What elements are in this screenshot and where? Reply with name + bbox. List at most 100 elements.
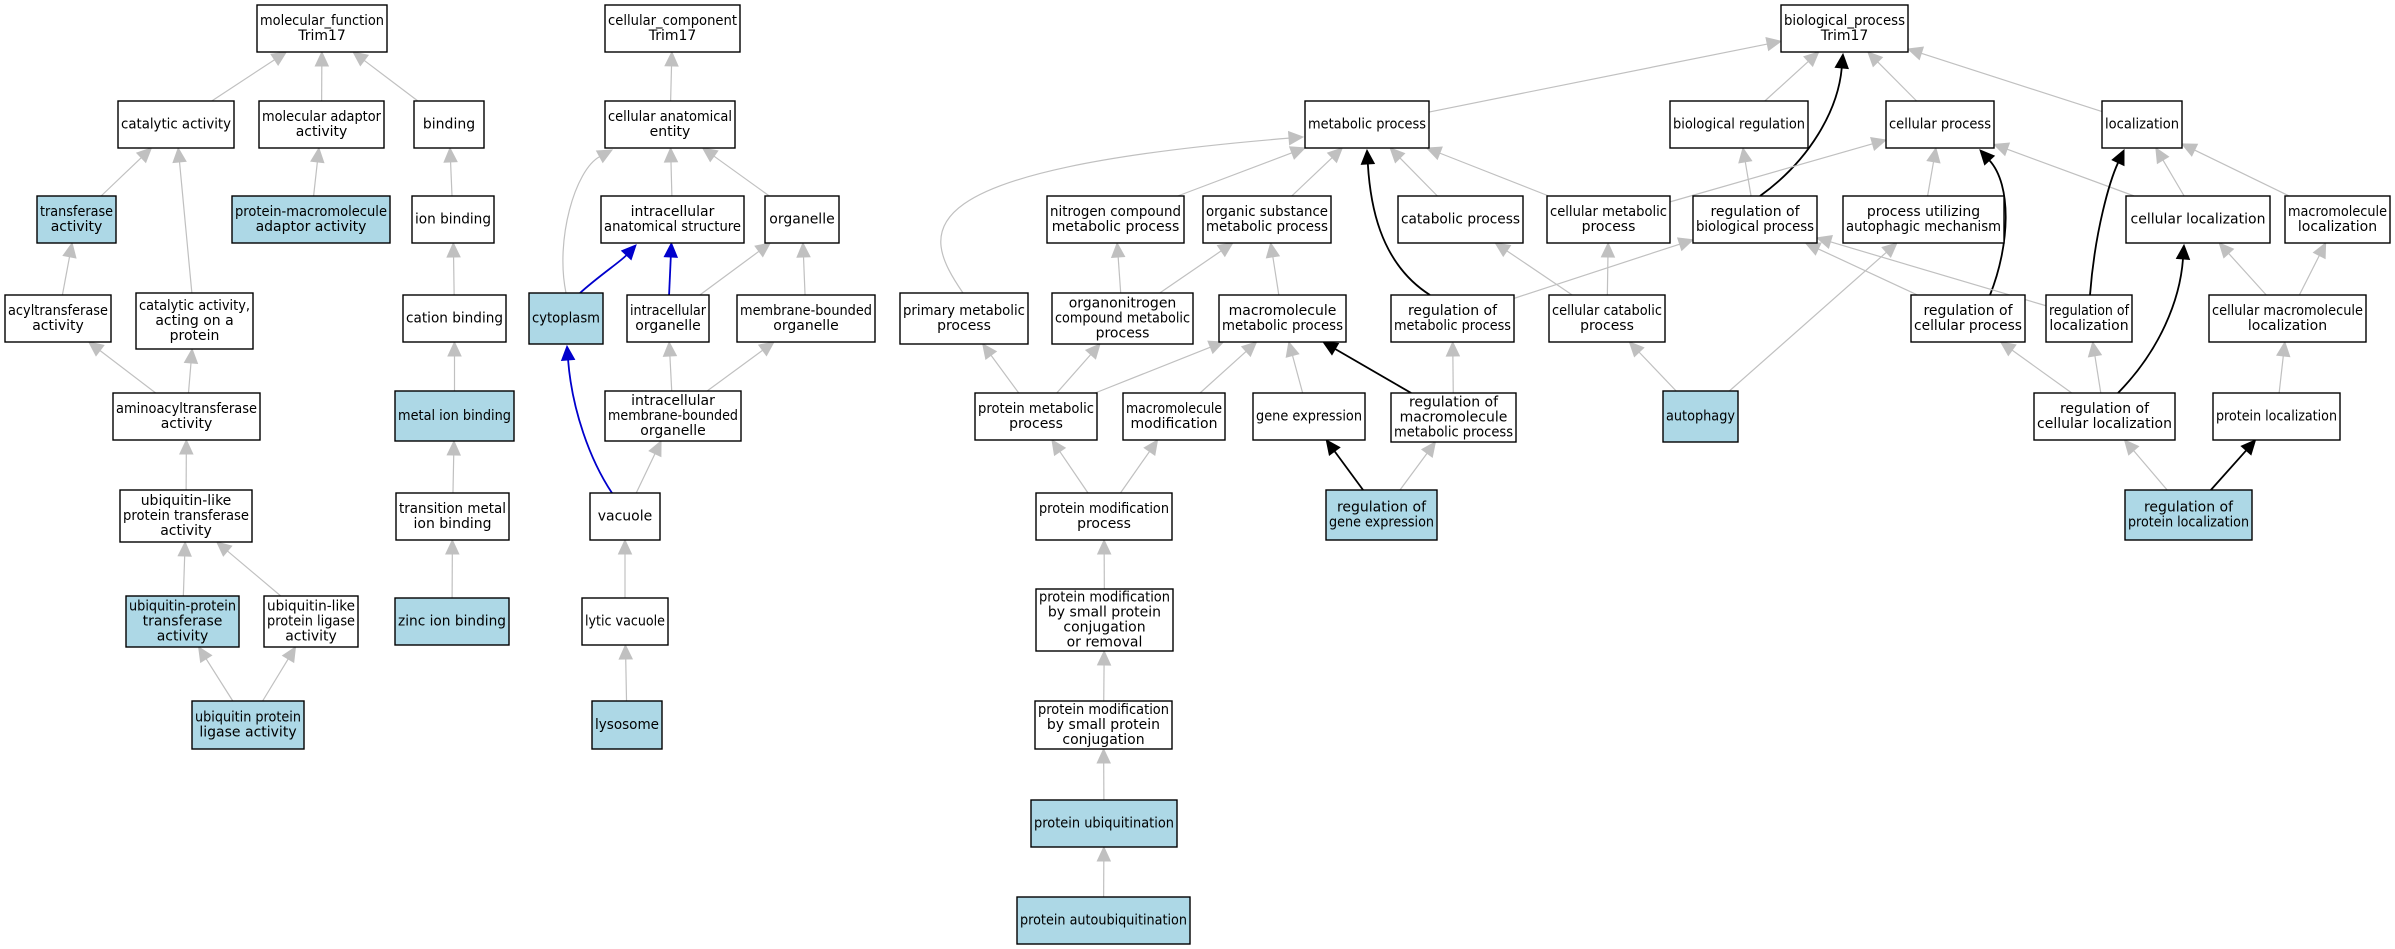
edge-arrowhead: [1360, 148, 1376, 165]
go-term-node-cellular-localization: cellular localization: [2125, 195, 2271, 244]
edge-arrowhead: [620, 244, 637, 261]
node-label: protein: [170, 328, 220, 344]
edge-arrowhead: [2111, 148, 2125, 167]
node-box: [119, 489, 253, 543]
edge-line: [990, 354, 1020, 394]
edge-arrowhead: [1216, 242, 1234, 258]
node-label: transferase: [143, 614, 223, 630]
edge-line: [670, 161, 673, 197]
edge-line: [100, 157, 142, 197]
edge-is-a: [1056, 343, 1101, 394]
node-label: metabolic process: [1308, 117, 1426, 133]
node-label: process: [1077, 516, 1131, 532]
node-box: [1885, 100, 1995, 149]
edge-line: [1728, 251, 1887, 392]
node-label: activity: [285, 629, 337, 645]
node-label: compound metabolic: [1055, 311, 1190, 327]
node-label: metabolic process: [1394, 425, 1513, 441]
node-label: cellular_component: [608, 13, 737, 29]
edge-line: [363, 59, 419, 102]
node-box: [1546, 195, 1671, 244]
edge-line: [205, 658, 234, 702]
edge-line: [99, 350, 157, 394]
edge-line: [1764, 60, 1809, 102]
node-label: regulation of: [1710, 204, 1800, 220]
edge-line: [625, 658, 628, 702]
node-label: regulation of: [1923, 303, 2013, 319]
edge-is-a: [662, 340, 678, 392]
node-label: activity: [32, 318, 84, 334]
node-label: organonitrogen: [1069, 296, 1177, 312]
edge-is-a: [1119, 439, 1159, 494]
edge-arrowhead: [2155, 146, 2170, 165]
edge-arrowhead: [1803, 51, 1820, 68]
edge-arrowhead: [2312, 241, 2327, 260]
edge-line: [1818, 248, 1918, 296]
edge-arrowhead: [443, 146, 458, 163]
edge-line: [1159, 250, 1222, 294]
edge-arrowhead: [1240, 341, 1258, 358]
node-label: protein modification: [1039, 501, 1169, 517]
edge-is-a: [177, 540, 192, 597]
edge-is-a: [1399, 441, 1437, 491]
edge-is-a: [352, 51, 419, 102]
node-box: [2101, 100, 2183, 149]
edge-arrowhead: [1906, 46, 1925, 61]
edge-arrowhead: [663, 241, 679, 258]
node-label: macromolecule: [1229, 303, 1337, 319]
node-label: cellular anatomical: [608, 109, 732, 125]
edge-line: [2298, 255, 2320, 296]
node-label: localization: [2298, 219, 2377, 235]
node-label: activity: [160, 523, 212, 539]
edge-arrowhead: [62, 241, 77, 259]
node-label: or removal: [1067, 635, 1143, 651]
node-label: regulation of: [2060, 401, 2150, 417]
node-label: process: [1580, 318, 1634, 334]
edge-arrowhead: [1325, 439, 1341, 456]
edge-arrowhead: [1389, 147, 1406, 164]
edge-arrowhead: [177, 540, 192, 557]
edge-arrowhead: [2240, 439, 2257, 456]
edge-is-a: [2218, 242, 2267, 296]
edge-is-a: [1999, 341, 2073, 394]
node-label: conjugation: [1063, 620, 1145, 636]
edge-line: [1291, 355, 1304, 394]
edge-arrowhead: [1979, 149, 1996, 166]
edge-arrowhead: [281, 645, 297, 664]
edge-line: [2117, 258, 2184, 394]
node-box: [394, 597, 510, 646]
node-box: [1390, 294, 1515, 343]
node-box: [1662, 390, 1739, 443]
node-box: [117, 100, 235, 149]
go-term-node-organelle: organelle: [764, 195, 840, 244]
edge-is-a: [1926, 146, 1941, 197]
edge-arrowhead: [1110, 241, 1126, 258]
node-label: catalytic activity: [121, 117, 231, 133]
edge-line: [2162, 159, 2185, 197]
node-label: acting on a: [155, 313, 233, 329]
edge-is-a: [1728, 242, 1898, 392]
node-box: [764, 195, 840, 244]
edge-is-a: [211, 51, 288, 102]
node-box: [1325, 489, 1438, 541]
node-label: protein modification: [1039, 590, 1170, 606]
node-label: ubiquitin protein: [195, 710, 301, 726]
edge-line: [2011, 349, 2073, 394]
node-label: zinc ion binding: [398, 614, 506, 630]
edge-arrowhead: [2180, 143, 2199, 157]
edge-arrowhead: [1096, 538, 1112, 555]
edge-line: [1513, 243, 1680, 299]
edge-arrowhead: [1494, 242, 1512, 258]
edge-is-a: [1096, 538, 1112, 590]
edge-arrowhead: [754, 242, 772, 258]
node-box: [604, 4, 741, 53]
node-label: transferase: [40, 204, 113, 220]
edge-arrowhead: [198, 645, 213, 664]
node-box: [112, 392, 261, 441]
edge-line: [178, 161, 193, 294]
